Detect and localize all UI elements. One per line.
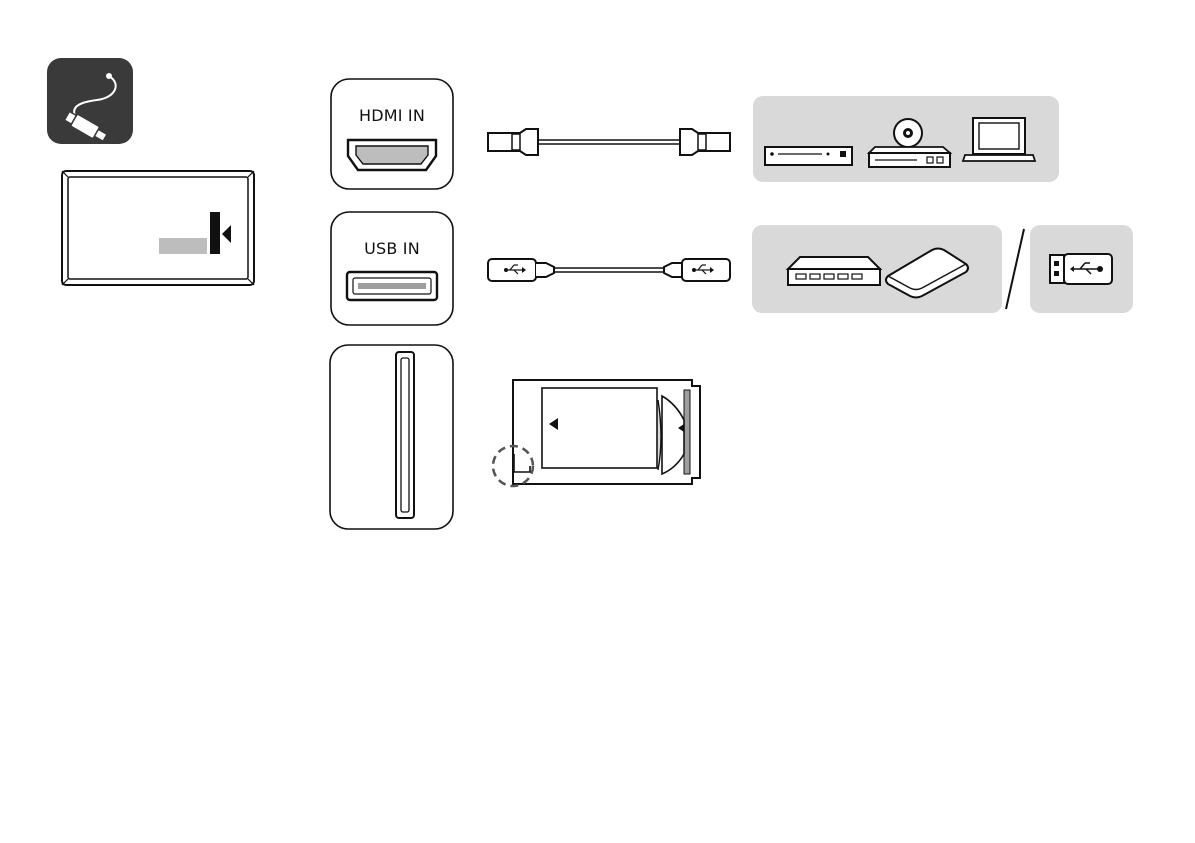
dvd-player-icon: [867, 117, 953, 171]
external-hdd-icon: [884, 246, 970, 298]
hdmi-port-box: HDMI IN: [330, 78, 454, 190]
set-top-box-icon: [764, 145, 854, 169]
cable-connection-icon: [47, 58, 133, 144]
usb-port-label: USB IN: [330, 239, 454, 258]
usb-hub-icon: [786, 255, 882, 289]
usb-port-box: USB IN: [330, 211, 454, 326]
ci-slot-box: [329, 344, 454, 530]
hdmi-port-label: HDMI IN: [330, 106, 454, 125]
usb-port-icon: [346, 271, 438, 301]
hdmi-cable-icon: [486, 127, 732, 157]
tv-back-panel-diagram: [61, 170, 255, 286]
hdmi-port-icon: [346, 138, 438, 172]
laptop-icon: [963, 117, 1037, 165]
usb-flash-drive-icon: [1048, 253, 1114, 285]
usb-cable-icon: [486, 255, 732, 285]
separator-slash: [1002, 225, 1028, 313]
ci-module-icon: [488, 378, 704, 492]
